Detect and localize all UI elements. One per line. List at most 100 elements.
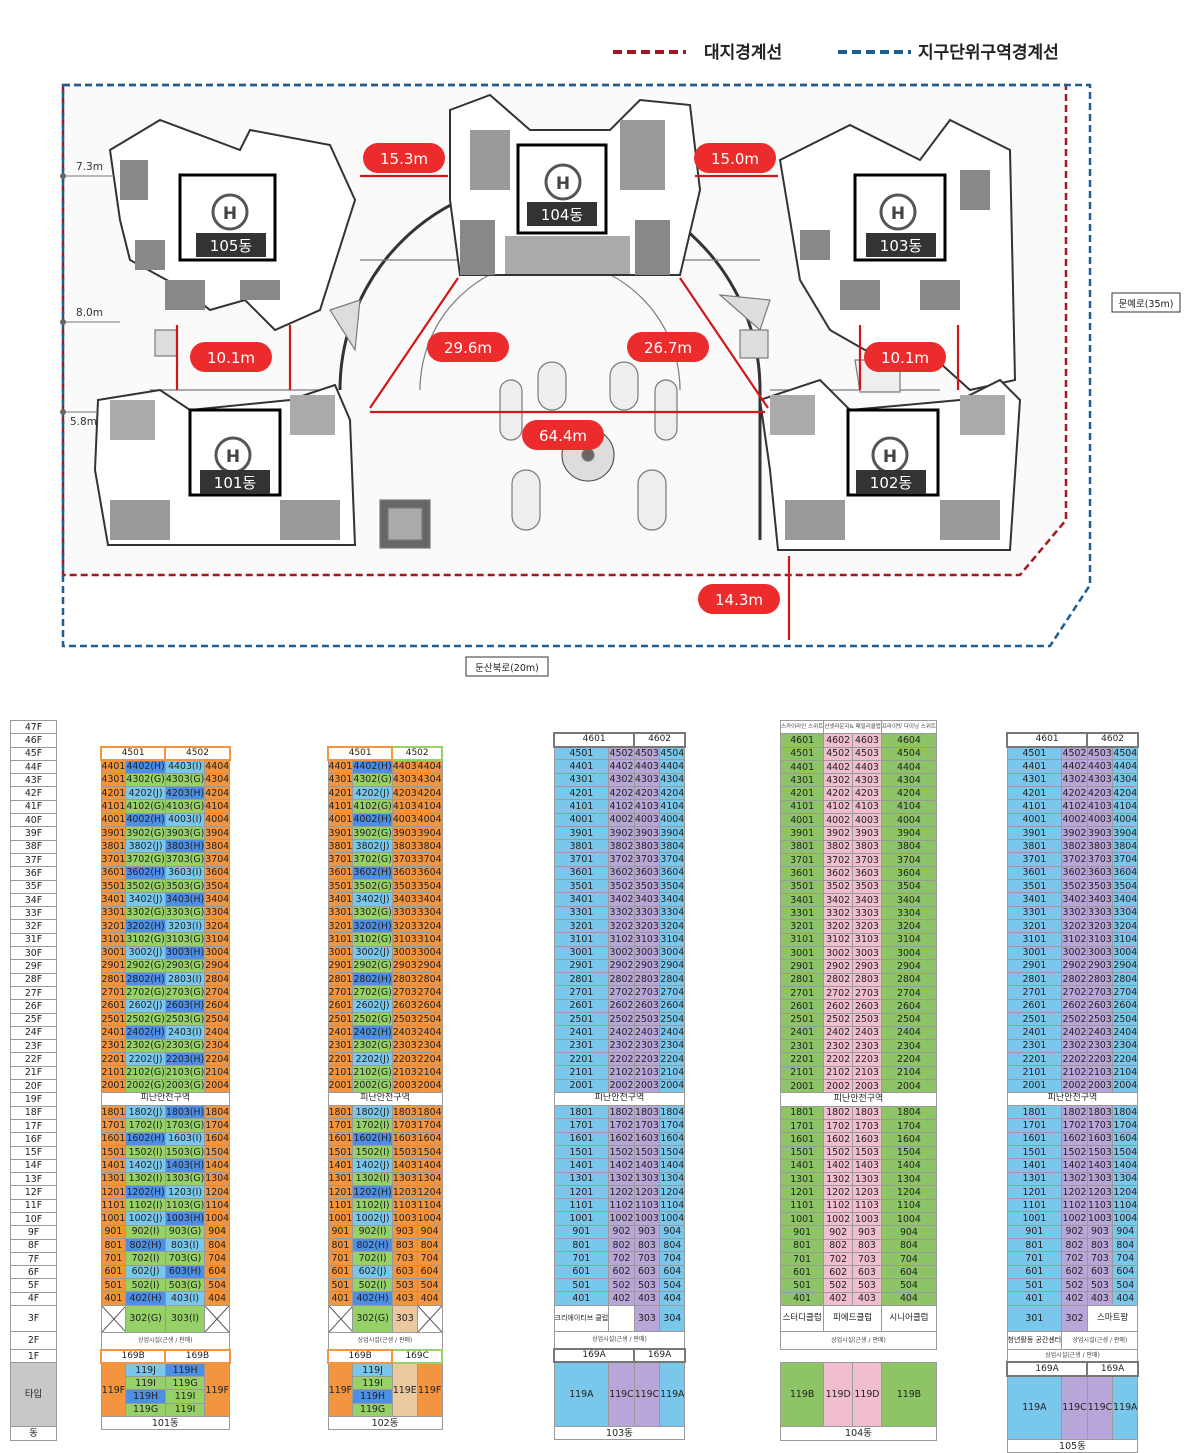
unit-cell: 2202 xyxy=(823,1052,854,1067)
floor-label: 37F xyxy=(10,852,57,868)
unit-cell: 2701 xyxy=(553,985,610,1000)
floor-label: 44F xyxy=(10,759,57,775)
unit-cell: 801 xyxy=(327,1238,354,1253)
unit-cell: 2602 xyxy=(823,999,854,1014)
unit-cell: 4502 xyxy=(823,746,854,761)
unit-cell: 3604 xyxy=(659,865,686,881)
unit-cell: 3702(G) xyxy=(125,852,166,867)
unit-cell: 4101 xyxy=(100,799,127,814)
unit-cell: 504 xyxy=(204,1277,231,1293)
unit-cell: 2804 xyxy=(204,972,231,987)
unit-cell: 2501 xyxy=(553,1012,610,1027)
unit-cell: 3603 xyxy=(391,865,418,881)
floor-row: 9F xyxy=(10,1225,57,1240)
unit-cell: 2802(H) xyxy=(125,972,166,987)
unit-cell: 3203 xyxy=(633,918,661,934)
table-row: 피난안전구역 xyxy=(1006,1091,1139,1107)
unit-cell: 3804 xyxy=(659,839,686,854)
unit-cell: 1402 xyxy=(608,1158,635,1173)
unit-cell: 1504 xyxy=(659,1144,686,1160)
unit-cell: 2302(G) xyxy=(352,1038,393,1053)
unit-cell: 3903 xyxy=(391,825,418,841)
unit-cell: 3602(H) xyxy=(125,865,166,881)
unit-cell: 3303 xyxy=(852,906,882,921)
unit-cell: 402 xyxy=(823,1291,854,1307)
unit-cell: 2702(G) xyxy=(352,985,393,1000)
floor-row: 8F xyxy=(10,1238,57,1253)
unit-cell: 703 xyxy=(633,1251,661,1266)
unit-cell: 2503 xyxy=(391,1012,418,1027)
unit-cell: 1603 xyxy=(852,1132,882,1147)
unit-cell: 2203 xyxy=(633,1051,661,1067)
type-cell: 119F xyxy=(100,1362,127,1418)
unit-cell: 1804 xyxy=(659,1105,686,1120)
unit-cell: 1203 xyxy=(633,1184,661,1200)
unit-cell: 1604 xyxy=(204,1131,231,1147)
unit-cell: 1502 xyxy=(823,1145,854,1160)
unit-cell: 2203(H) xyxy=(164,1051,206,1067)
unit-cell: 4203 xyxy=(633,785,661,801)
unit-cell: 1204 xyxy=(1112,1184,1139,1200)
unit-cell: 1104 xyxy=(416,1198,443,1213)
penthouse-label: 4502 xyxy=(391,745,444,761)
floor-label: 26F xyxy=(10,999,57,1014)
unit-cell: 2303 xyxy=(852,1039,882,1054)
unit-cell: 1101 xyxy=(553,1198,610,1213)
unit-cell: 3003 xyxy=(1086,945,1114,960)
floor-row: 17F xyxy=(10,1118,57,1134)
unit-cell: 3001 xyxy=(327,945,354,960)
unit-cell: 1001 xyxy=(779,1211,825,1227)
unit-cell: 1602 xyxy=(1061,1131,1088,1147)
unit-cell: 4604 xyxy=(880,733,937,748)
unit-cell: 801 xyxy=(553,1238,610,1253)
floor-row: 26F xyxy=(10,999,57,1014)
unit-cell: 1703 xyxy=(1086,1118,1114,1133)
unit-cell: 3701 xyxy=(100,852,127,867)
unit-cell: 4601 xyxy=(779,733,825,748)
unit-cell: 2904 xyxy=(880,959,937,974)
unit-cell: 4001 xyxy=(100,812,127,827)
unit-cell: 3704 xyxy=(416,852,443,867)
table-row xyxy=(1007,720,1138,733)
unit-cell: 602 xyxy=(823,1265,854,1280)
floor-label: 36F xyxy=(10,866,57,881)
unit-cell: 3702(G) xyxy=(352,852,393,867)
unit-cell: 3404 xyxy=(659,892,686,907)
shop-label: 상업시설(근생 / 판매) xyxy=(327,1331,443,1351)
unit-cell: 1603 xyxy=(633,1131,661,1147)
unit-cell: 4401 xyxy=(327,759,354,774)
unit-cell: 4303 xyxy=(852,773,882,788)
unit-cell: 3004 xyxy=(1112,945,1139,960)
refuge-area: 피난안전구역 xyxy=(780,1092,937,1107)
unit-cell: 1102(I) xyxy=(352,1198,393,1213)
unit-cell: 3102 xyxy=(608,932,635,947)
floor-row: 12F xyxy=(10,1185,57,1200)
floor-label: 29F xyxy=(10,959,57,974)
unit-cell: 404 xyxy=(880,1291,937,1307)
penthouse-label: 4601 xyxy=(1005,732,1089,748)
floor-label: 46F xyxy=(10,733,57,748)
building-name: 102동 xyxy=(327,1416,443,1431)
unit-cell: 2402(H) xyxy=(352,1025,393,1040)
unit-cell: 1304 xyxy=(1112,1171,1139,1186)
unit-cell: 3702 xyxy=(823,852,854,868)
type-cell: 119F xyxy=(327,1362,354,1418)
unit-cell: 3502 xyxy=(823,879,854,894)
floor-row: 20F xyxy=(10,1079,57,1094)
unit-cell: 4103(G) xyxy=(164,799,206,814)
floor-row: 30F xyxy=(10,946,57,961)
